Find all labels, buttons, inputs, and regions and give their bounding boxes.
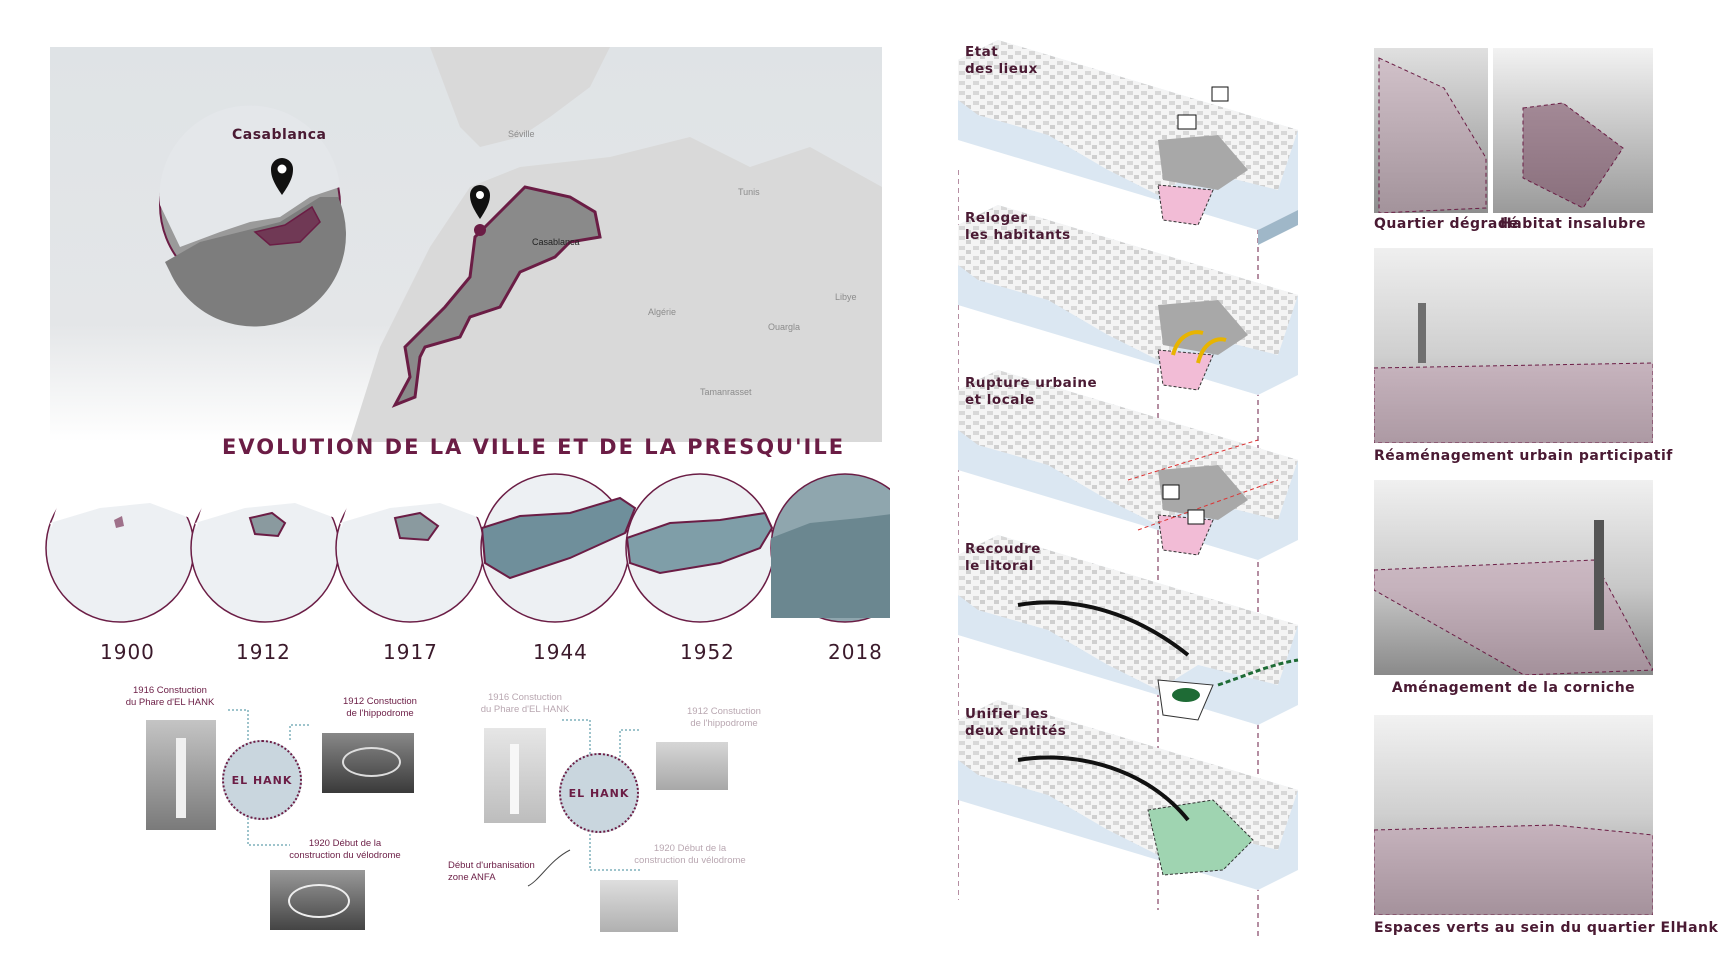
morocco-map-panel: Casablanca Séville Tunis Algérie Libye C… bbox=[50, 47, 882, 442]
photo-phare-right bbox=[484, 728, 546, 823]
map-label-alger: Algérie bbox=[648, 307, 677, 317]
caption-quartier: Quartier dégradé bbox=[1374, 216, 1519, 232]
map-label-tamanrasset: Tamanrasset bbox=[700, 387, 752, 397]
photo-velodrome-right bbox=[600, 880, 678, 932]
year-1900: 1900 bbox=[100, 640, 155, 664]
year-1912: 1912 bbox=[236, 640, 291, 664]
timeline-left-velodrome: 1920 Début de la construction du vélodro… bbox=[289, 838, 401, 861]
inset-city-label: Casablanca bbox=[232, 127, 327, 143]
caption-espaces-verts: Espaces verts au sein du quartier ElHank bbox=[1374, 920, 1719, 936]
layer-etat-des-lieux bbox=[958, 40, 1298, 245]
barrier-icon bbox=[1177, 114, 1197, 130]
year-1952: 1952 bbox=[680, 640, 735, 664]
timeline-right-connectors bbox=[527, 719, 640, 887]
photo-habitat-insalubre bbox=[1493, 48, 1653, 213]
timeline-right-anfa: Début d'urbanisation zone ANFA bbox=[448, 860, 535, 883]
circle-1917 bbox=[335, 468, 485, 623]
north-africa-land bbox=[350, 137, 882, 442]
arrow-icon bbox=[1196, 337, 1227, 364]
timeline-right-phare: 1916 Constuction du Phare d'EL HANK bbox=[480, 692, 570, 715]
house-icon bbox=[1211, 86, 1229, 102]
photo-hippodrome-right bbox=[656, 742, 728, 790]
el-hank-circle-right: EL HANK bbox=[559, 753, 639, 833]
inset-casablanca-area bbox=[253, 205, 321, 246]
photo-quartier-degrade bbox=[1374, 48, 1488, 213]
casablanca-dot bbox=[474, 224, 486, 236]
barrier-icon bbox=[1187, 509, 1205, 525]
map-label-tunis: Tunis bbox=[738, 187, 760, 197]
map-label-libye: Libye bbox=[835, 292, 857, 302]
caption-habitat: Habitat insalubre bbox=[1500, 216, 1646, 232]
stack-label-etat: Etat des lieux bbox=[965, 44, 1038, 77]
timeline-right-hippodrome: 1912 Constuction de l'hippodrome bbox=[687, 706, 761, 729]
inset-sea bbox=[159, 105, 340, 247]
evolution-circles bbox=[45, 468, 890, 623]
circle-1912 bbox=[190, 468, 340, 623]
morocco-outline bbox=[391, 185, 602, 408]
stack-label-rupture: Rupture urbaine et locale bbox=[965, 375, 1098, 408]
caption-corniche: Aménagement de la corniche bbox=[1391, 680, 1636, 696]
map-label-casablanca: Casablanca bbox=[532, 237, 580, 247]
map-label-seville: Séville bbox=[508, 129, 535, 139]
caption-reamenagement: Réaménagement urbain participatif bbox=[1374, 448, 1673, 464]
timeline-left-phare: 1916 Constuction du Phare d'EL HANK bbox=[125, 685, 215, 708]
barrier-icon bbox=[1162, 484, 1180, 500]
location-pin-icon bbox=[271, 158, 293, 195]
timeline-right-velodrome: 1920 Début de la construction du vélodro… bbox=[634, 843, 746, 866]
year-2018: 2018 bbox=[828, 640, 883, 664]
circle-1952 bbox=[625, 473, 775, 623]
photo-espaces-verts bbox=[1374, 715, 1653, 915]
el-hank-circle-left: EL HANK bbox=[222, 740, 302, 820]
stack-label-unifier: Unifier les deux entités bbox=[965, 706, 1067, 739]
circle-1900 bbox=[45, 468, 195, 623]
year-1917: 1917 bbox=[383, 640, 438, 664]
arrow-icon bbox=[1017, 755, 1190, 822]
photo-phare-left bbox=[146, 720, 216, 830]
location-pin-icon bbox=[470, 185, 490, 219]
map-svg bbox=[159, 47, 882, 442]
photo-reamenagement bbox=[1374, 248, 1653, 443]
circle-2018 bbox=[770, 473, 890, 623]
arrow-icon bbox=[1017, 600, 1190, 657]
layer-recoudre bbox=[958, 535, 1299, 725]
map-label-ouargla: Ouargla bbox=[768, 322, 801, 332]
iberia-land bbox=[430, 47, 610, 147]
photo-corniche bbox=[1374, 480, 1653, 675]
photo-velodrome-left bbox=[270, 870, 365, 930]
layer-rupture bbox=[958, 370, 1298, 560]
layer-reloger bbox=[958, 205, 1298, 395]
timeline-left-connectors bbox=[228, 709, 310, 846]
evolution-title: EVOLUTION DE LA VILLE ET DE LA PRESQU'IL… bbox=[222, 435, 846, 459]
stack-label-recoudre: Recoudre le litoral bbox=[965, 541, 1041, 574]
layer-unifier bbox=[958, 700, 1298, 890]
arrow-icon bbox=[1171, 330, 1204, 356]
circle-1944 bbox=[480, 473, 637, 623]
timeline-left-hippodrome: 1912 Constuction de l'hippodrome bbox=[343, 696, 417, 719]
photo-hippodrome-left bbox=[322, 733, 414, 793]
year-1944: 1944 bbox=[533, 640, 588, 664]
stack-label-reloger: Reloger les habitants bbox=[965, 210, 1071, 243]
axonometric-stack bbox=[958, 40, 1299, 940]
